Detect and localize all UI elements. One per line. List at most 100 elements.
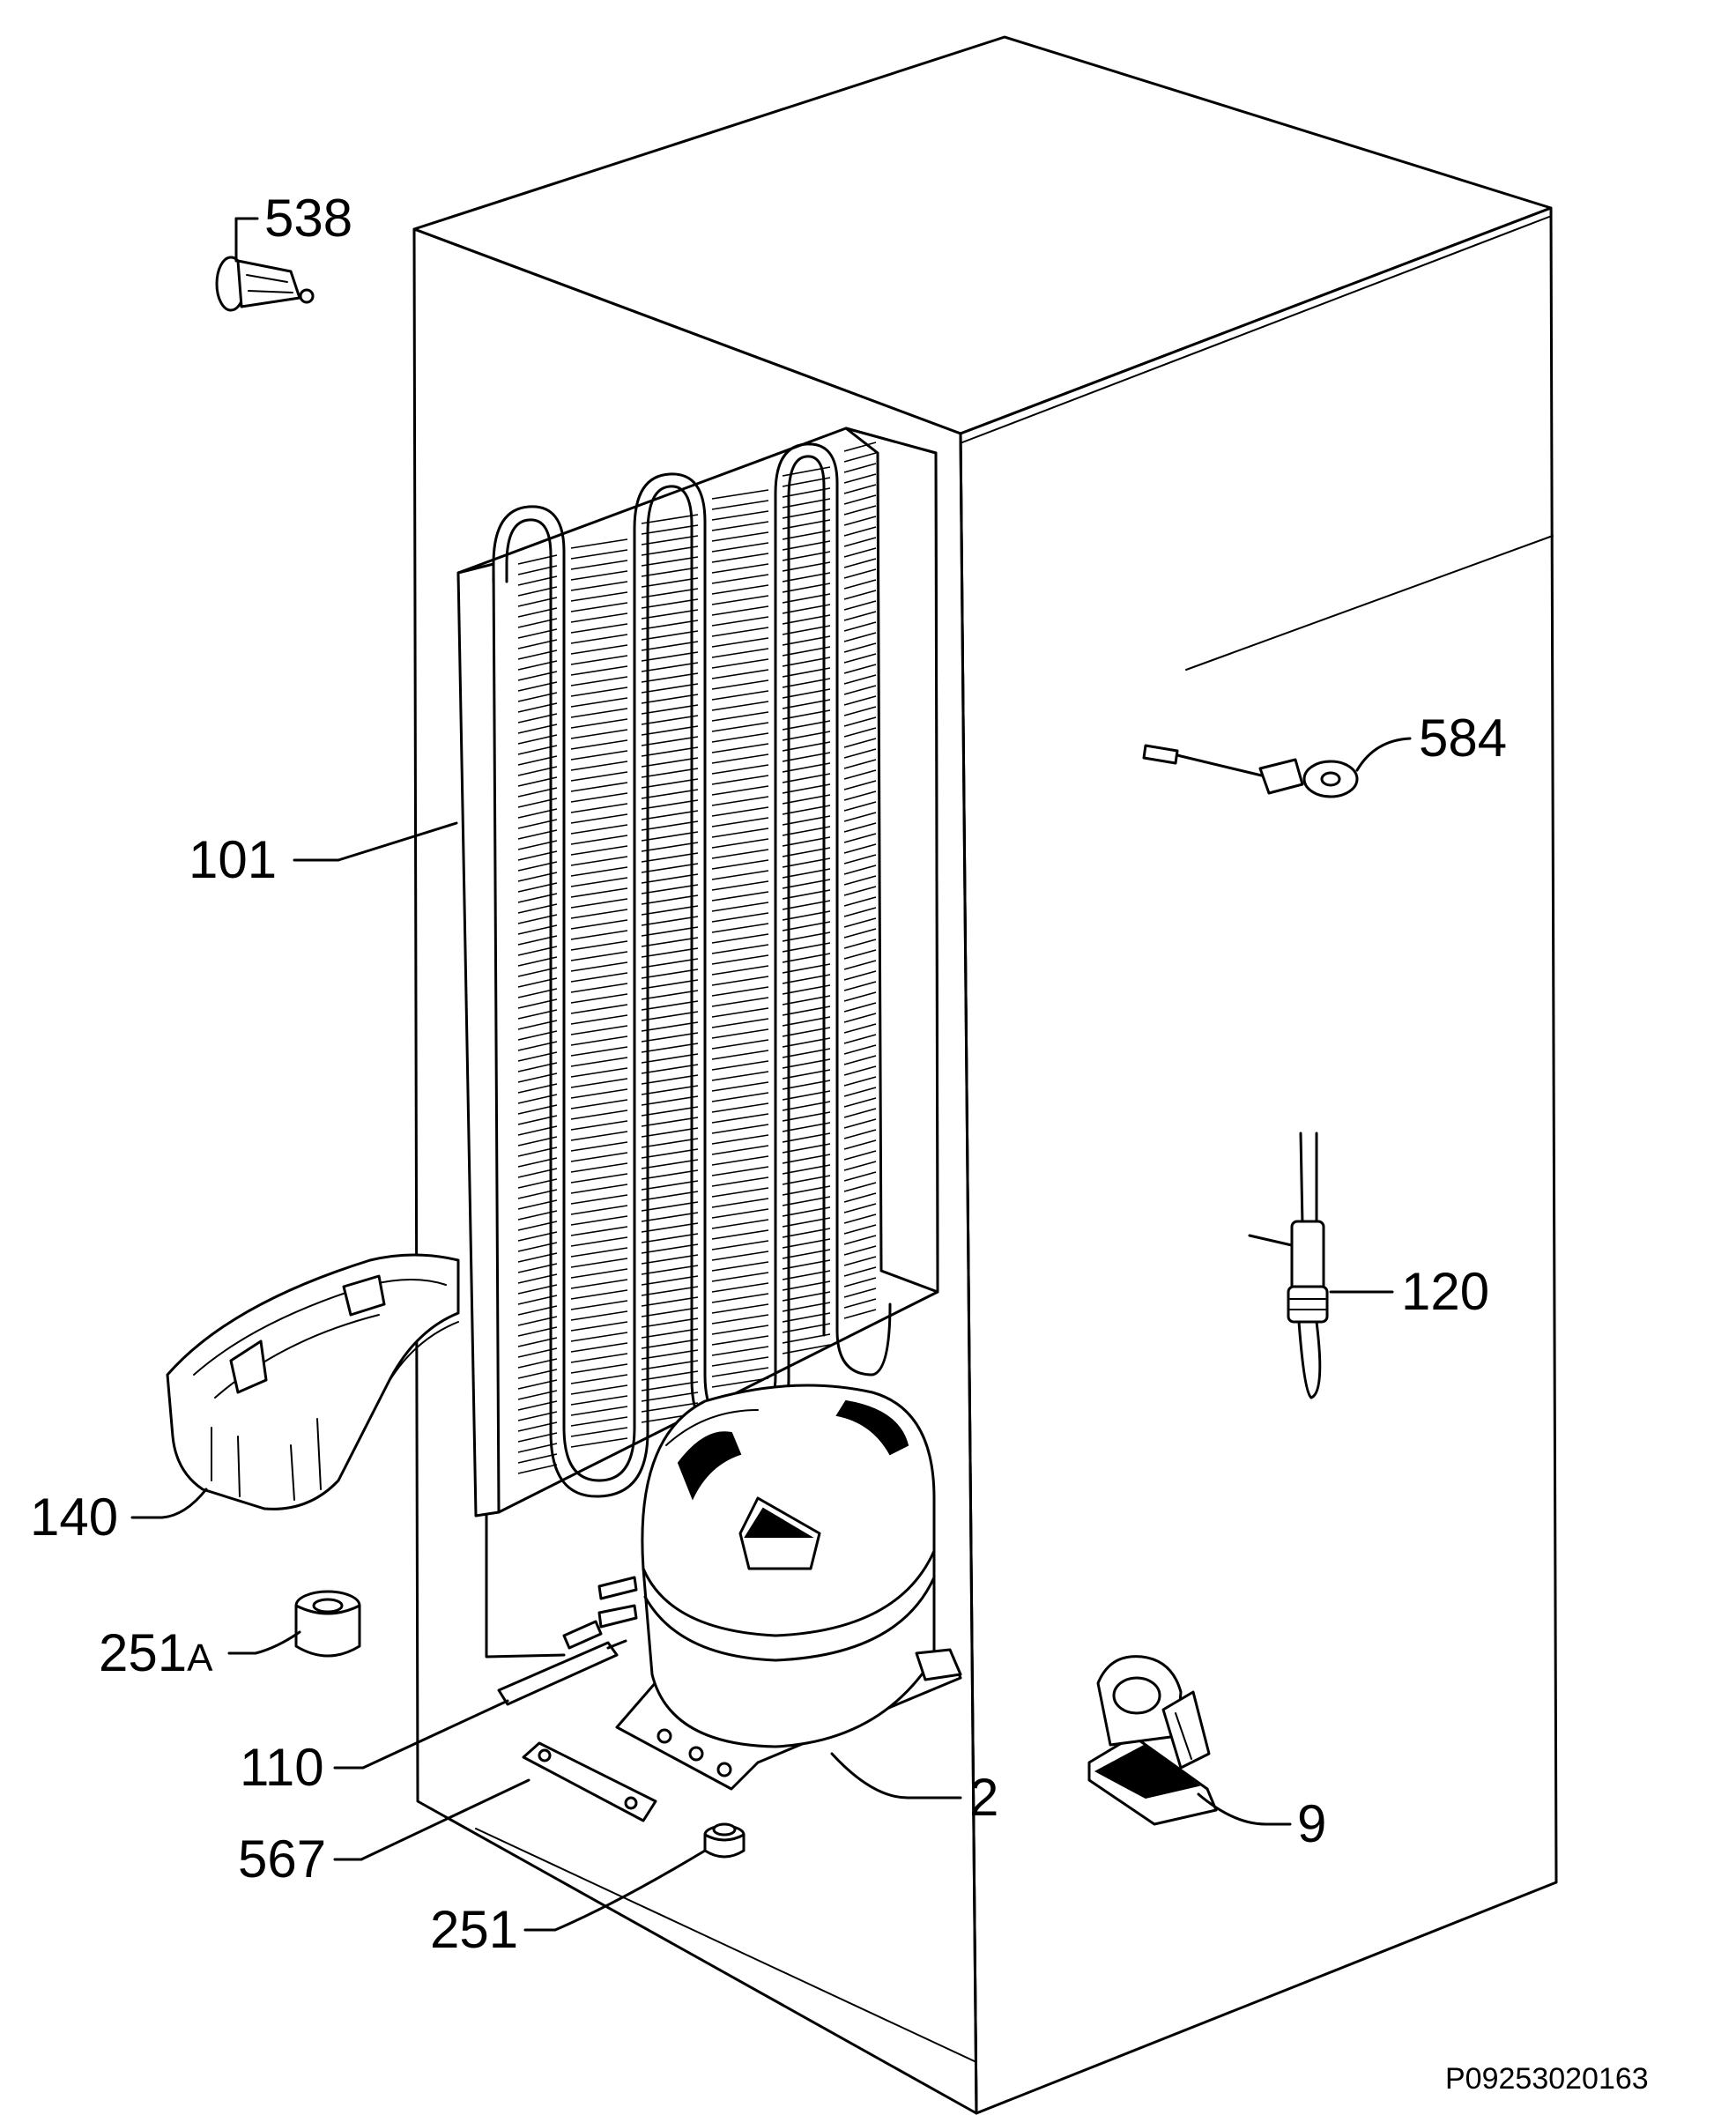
condenser-fin-line [570, 1236, 628, 1247]
condenser-fin-line [641, 863, 699, 873]
label-584: 584 [1419, 709, 1508, 768]
condenser-fin-line [570, 665, 628, 676]
condenser-fin-line [641, 1328, 699, 1339]
condenser-fin-line [641, 1201, 699, 1212]
condenser-fin-line [711, 775, 769, 785]
condenser-fin-line [843, 516, 877, 526]
condenser-fin-line [711, 1145, 769, 1155]
condenser-fin-line [782, 826, 831, 836]
condenser-fin-line [641, 567, 699, 577]
condenser-fin-line [843, 917, 877, 928]
condenser-fin-line [641, 789, 699, 799]
part-140-drip-tray [166, 1253, 460, 1510]
condenser-fin-line [711, 595, 769, 605]
condenser-fin-line [570, 676, 628, 686]
label-538: 538 [264, 189, 353, 248]
condenser-fin-line [843, 505, 877, 516]
condenser-fin-line [570, 782, 628, 792]
condenser-fin-line [843, 558, 877, 568]
condenser-fin-line [843, 1076, 877, 1087]
condenser-fin-line [843, 442, 877, 452]
condenser-fin-line [843, 611, 877, 621]
condenser-fin-line [782, 1196, 831, 1206]
part-584-sensor [1142, 744, 1359, 798]
condenser-fin-line [570, 602, 628, 612]
condenser-fin-line [843, 812, 877, 822]
condenser-fin-line [711, 743, 769, 753]
condenser-fin-line [641, 725, 699, 736]
condenser-fin-line [782, 963, 831, 974]
condenser-fin-line [570, 1268, 628, 1279]
condenser-fin-line [843, 833, 877, 843]
condenser-fin-line [782, 1090, 831, 1101]
condenser-fin-line [641, 1191, 699, 1201]
condenser-fin-line [843, 494, 877, 505]
condenser-fin-line [711, 944, 769, 954]
condenser-fin-line [641, 1138, 699, 1148]
condenser-fin-line [843, 928, 877, 939]
condenser-fin-line [843, 674, 877, 685]
condenser-fin-line [641, 1000, 699, 1011]
condenser-fin-line [782, 1206, 831, 1217]
condenser-fin-line [843, 452, 877, 463]
condenser-fin-line [570, 1120, 628, 1131]
condenser-fin-line [843, 949, 877, 960]
condenser-fin-line [711, 500, 769, 510]
leader-584 [1355, 737, 1412, 772]
condenser-fin-line [641, 598, 699, 609]
condenser-fin-line [843, 727, 877, 738]
condenser-fin-line [782, 783, 831, 794]
condenser-fin-line [843, 579, 877, 590]
condenser-fin-line [641, 535, 699, 545]
condenser-fin-line [570, 877, 628, 887]
condenser-fin-line [711, 1081, 769, 1092]
condenser-fin-line [782, 741, 831, 752]
condenser-fin-line [843, 981, 877, 991]
part-9-holder [1087, 1655, 1218, 1826]
condenser-fin-line [570, 1395, 628, 1406]
condenser-fin-line [843, 1044, 877, 1055]
condenser-fin-line [641, 715, 699, 725]
condenser-fin-line [641, 1349, 699, 1360]
condenser-fin-line [641, 894, 699, 905]
condenser-fin-line [641, 1339, 699, 1349]
condenser-fin-line [711, 1282, 769, 1293]
condenser-fin-line [641, 524, 699, 535]
door-split-line [1185, 535, 1554, 671]
condenser-fin-line [641, 1021, 699, 1032]
condenser-fin-line [782, 1270, 831, 1280]
condenser-fin-line [711, 574, 769, 584]
condenser-fin-line [843, 1055, 877, 1065]
condenser-fin-line [570, 644, 628, 655]
part-120-heater [1248, 1132, 1329, 1399]
label-251a-number: 251 [99, 1623, 188, 1682]
condenser-fin-line [711, 764, 769, 775]
condenser-fin-line [782, 604, 831, 614]
condenser-fin-line [641, 1243, 699, 1254]
condenser-fin-line [782, 487, 831, 498]
condenser-fin-line [711, 912, 769, 923]
condenser-fin-line [782, 974, 831, 984]
condenser-fin-line [711, 1377, 769, 1388]
condenser-fin-line [641, 1222, 699, 1233]
condenser-fin-line [641, 620, 699, 630]
condenser-fin-line [711, 616, 769, 627]
condenser-fin-line [843, 1097, 877, 1108]
condenser-fin-line [782, 1280, 831, 1291]
condenser-fin-line [570, 1215, 628, 1226]
condenser-fin-line [641, 831, 699, 842]
condenser-fin-line [711, 1219, 769, 1229]
condenser-fin-line [641, 1307, 699, 1317]
condenser-fin-line [711, 796, 769, 806]
condenser-fin-line [711, 658, 769, 669]
condenser-fin-line [570, 1014, 628, 1025]
condenser-fin-line [843, 526, 877, 537]
condenser-fin-line [570, 919, 628, 930]
condenser-fins [517, 442, 877, 1474]
condenser-fin-line [641, 577, 699, 588]
condenser-fin-line [782, 1323, 831, 1333]
condenser-fin-line [570, 612, 628, 623]
condenser-fin-line [641, 1391, 699, 1402]
condenser-fin-line [641, 799, 699, 810]
